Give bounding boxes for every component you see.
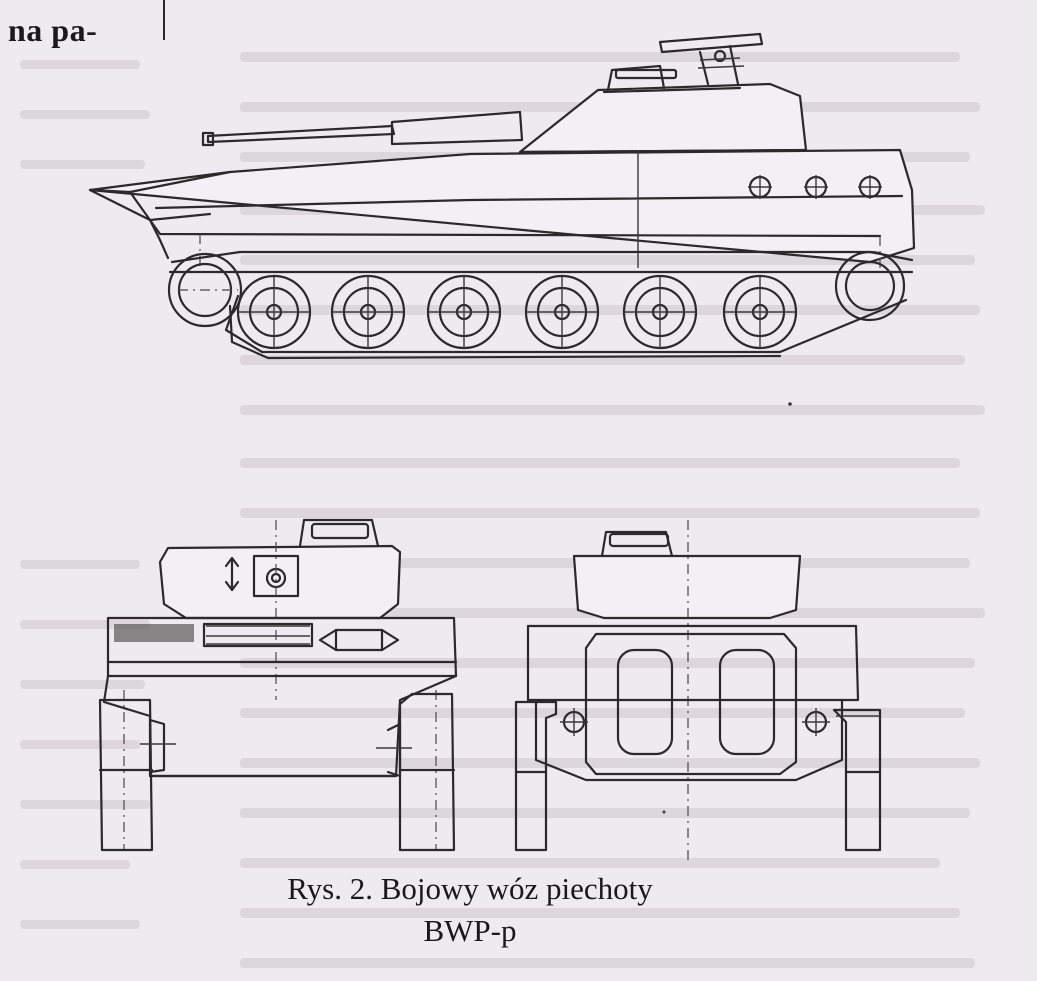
column-divider xyxy=(163,0,165,40)
front-view xyxy=(98,518,458,852)
figure-caption-subtitle: BWP-p xyxy=(423,913,517,948)
figure-caption: Rys. 2. Bojowy wóz piechoty xyxy=(287,871,653,906)
margin-text: na pa- xyxy=(8,12,98,48)
rear-view xyxy=(514,520,882,860)
side-view xyxy=(88,32,916,360)
